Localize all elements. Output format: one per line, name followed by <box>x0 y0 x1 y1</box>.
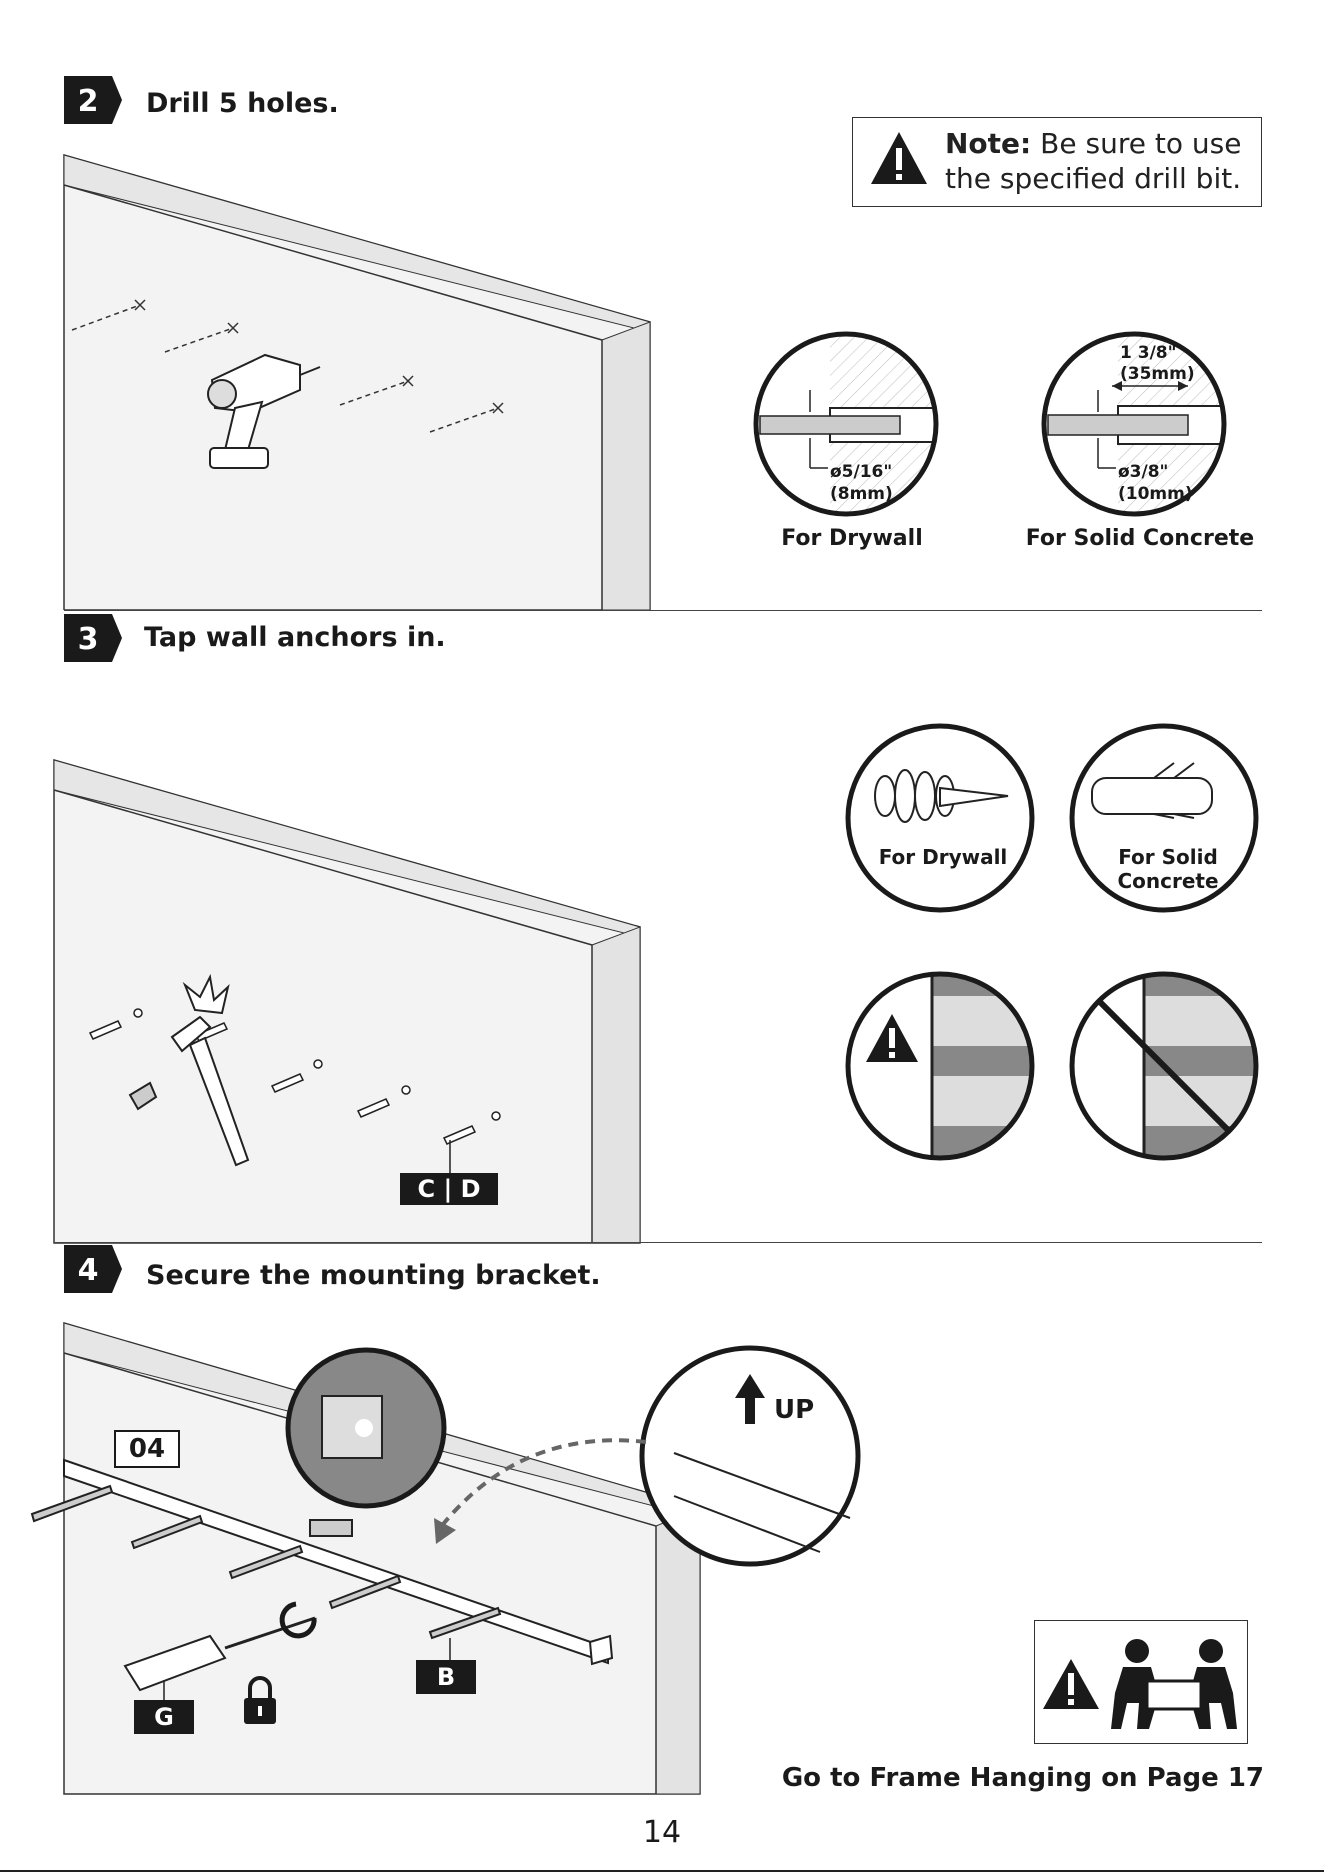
step-4-number: 4 <box>78 1253 99 1288</box>
step-4-title: Secure the mounting bracket. <box>146 1260 601 1291</box>
note-text: Note: Be sure to use the specified drill… <box>945 126 1261 196</box>
concrete-anchor-caption-line2: Concrete <box>1098 869 1238 893</box>
parts-label-c-d: C | D <box>400 1173 498 1205</box>
section-divider <box>64 610 1262 611</box>
part-d-label: D <box>461 1175 481 1203</box>
correct-anchor-install-diagram <box>840 966 1040 1166</box>
step-3-wall-illustration <box>0 755 680 1245</box>
part-c-label: C <box>417 1175 435 1203</box>
concrete-bit-depth-mm: (35mm) <box>1120 364 1195 384</box>
step-4-badge: 4 <box>64 1245 124 1293</box>
drywall-bit-diameter-mm: (8mm) <box>830 484 893 504</box>
concrete-anchor-caption-line1: For Solid <box>1098 845 1238 869</box>
concrete-drill-bit-diameter: 1 3/8" (35mm) ø3/8" (10mm) <box>1038 328 1248 528</box>
page-number: 14 <box>0 1815 1324 1850</box>
concrete-bit-depth-in: 1 3/8" <box>1120 343 1176 363</box>
drywall-bit-diameter-in: ø5/16" <box>830 462 892 482</box>
step-2-title: Drill 5 holes. <box>146 88 339 119</box>
tool-label-g: G <box>134 1700 194 1734</box>
warning-icon <box>1041 1657 1101 1711</box>
concrete-bit-diameter-mm: (10mm) <box>1118 484 1193 504</box>
part-number-04: 04 <box>114 1430 180 1468</box>
step-3-badge: 3 <box>64 614 124 662</box>
drywall-drill-bit-diagram: ø5/16" (8mm) <box>750 328 960 528</box>
step-3-number: 3 <box>78 622 99 657</box>
note-box: Note: Be sure to use the specified drill… <box>852 117 1262 207</box>
concrete-anchor-caption: For Solid Concrete <box>1098 845 1238 893</box>
step-2-wall-illustration <box>0 150 700 610</box>
drywall-bit-caption: For Drywall <box>752 526 952 551</box>
section-divider <box>54 1242 1262 1243</box>
note-label: Note: <box>945 127 1031 160</box>
up-label: UP <box>774 1395 814 1425</box>
goto-frame-hanging-link: Go to Frame Hanging on Page 17 <box>782 1763 1264 1793</box>
concrete-bit-diameter-in: ø3/8" <box>1118 462 1168 482</box>
drywall-anchor-diagram <box>840 718 1040 918</box>
drywall-anchor-caption: For Drywall <box>868 845 1018 869</box>
screw-part-label-b: B <box>416 1660 476 1694</box>
two-person-lift-warning <box>1034 1620 1248 1744</box>
step-2-badge: 2 <box>64 76 124 124</box>
step-4-bracket-illustration: UP <box>0 1318 880 1796</box>
warning-icon <box>869 130 929 186</box>
concrete-bit-caption: For Solid Concrete <box>1016 526 1264 551</box>
step-2-number: 2 <box>78 84 99 119</box>
incorrect-anchor-install-diagram <box>1064 966 1264 1166</box>
step-3-title: Tap wall anchors in. <box>144 622 446 653</box>
two-people-carrying-icon <box>1109 1633 1239 1733</box>
